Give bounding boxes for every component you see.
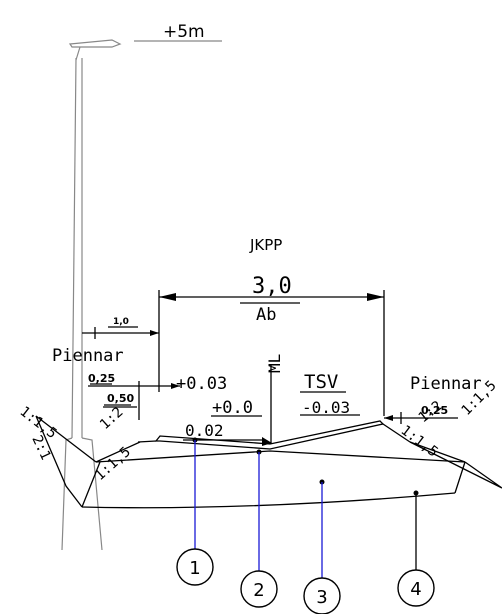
slope-left-inner-label: 1:1,5 [92,444,134,484]
tsv-label: TSV [304,371,338,393]
offset-1-label: 1,0 [113,317,129,327]
crossfall-label: 0.02 [185,421,224,440]
left-shoulder-dimensions [88,381,180,420]
shoulder-left-label: Piennar [52,346,124,366]
callout-2: 2 [240,449,278,608]
callout-1: 1 [176,437,214,586]
level-centre-label: +0.0 [212,398,253,418]
slope-left-top-label: 1:2 [97,404,127,433]
right-shoulder-dimension [384,412,458,424]
level-left-label: +0.03 [176,374,227,394]
level-right-label: -0.03 [302,398,350,417]
elevation-label: +5m [163,22,205,42]
slope-right-inner-label: 1:1,5 [398,422,441,460]
offset-3-label: 0,50 [107,392,134,405]
shoulder-right-label: Piennar [410,374,482,394]
callout-4-number: 4 [410,579,421,600]
surface-label: Ab [256,305,276,325]
right-offset-label: 0,25 [421,404,448,417]
width-label: 3,0 [252,274,292,299]
street-lamp [61,39,122,551]
callout-3-number: 3 [316,587,327,608]
callout-2-number: 2 [253,580,264,601]
slope-right-top-label: 1:2 [416,398,446,426]
width-dimension-line [158,290,385,416]
callout-4: 4 [397,490,435,607]
callout-3: 3 [303,479,341,614]
left-offset-dimension [82,326,159,339]
road-class-label: JKPP [249,236,282,254]
callout-1-number: 1 [189,558,200,579]
offset-2-label: 0,25 [88,372,115,385]
ml-label: ML [265,354,284,373]
